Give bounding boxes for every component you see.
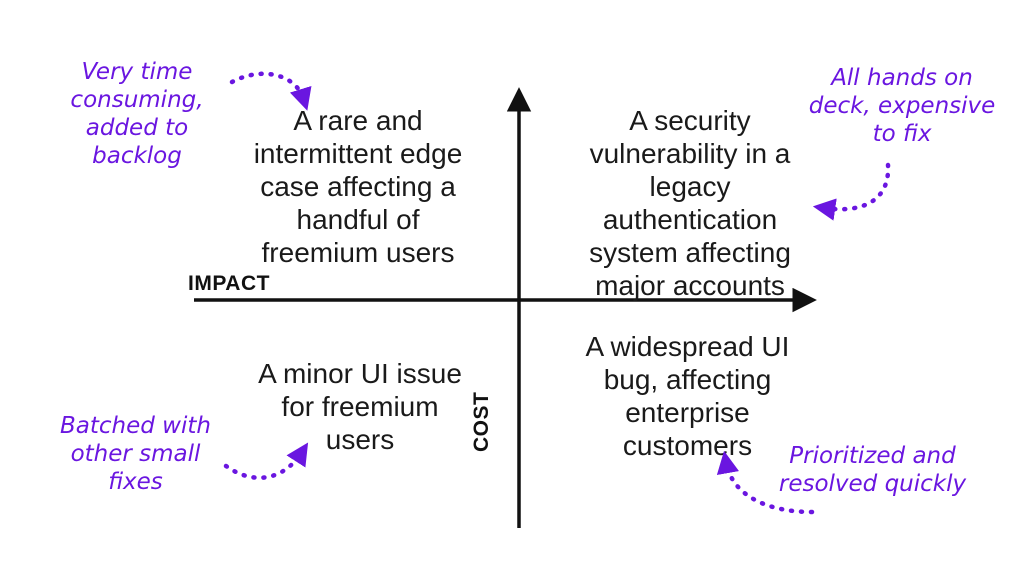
annotation-top-right: All hands on deck, expensive to fix [808, 65, 996, 148]
quadrant-text-top-right: A security vulnerability in a legacy aut… [589, 105, 791, 302]
axis-label-impact: IMPACT [188, 272, 270, 295]
annotation-bottom-left: Batched with other small fixes [60, 413, 211, 496]
quadrant-text-bottom-right: A widespread UI bug, affecting enterpris… [585, 331, 790, 462]
annotation-bottom-right: Prioritized and resolved quickly [778, 443, 967, 498]
annotation-top-left: Very time consuming, added to backlog [70, 59, 204, 170]
quadrant-text-bottom-left: A minor UI issue for freemium users [258, 358, 462, 456]
quadrant-text-top-left: A rare and intermittent edge case affect… [253, 105, 463, 269]
